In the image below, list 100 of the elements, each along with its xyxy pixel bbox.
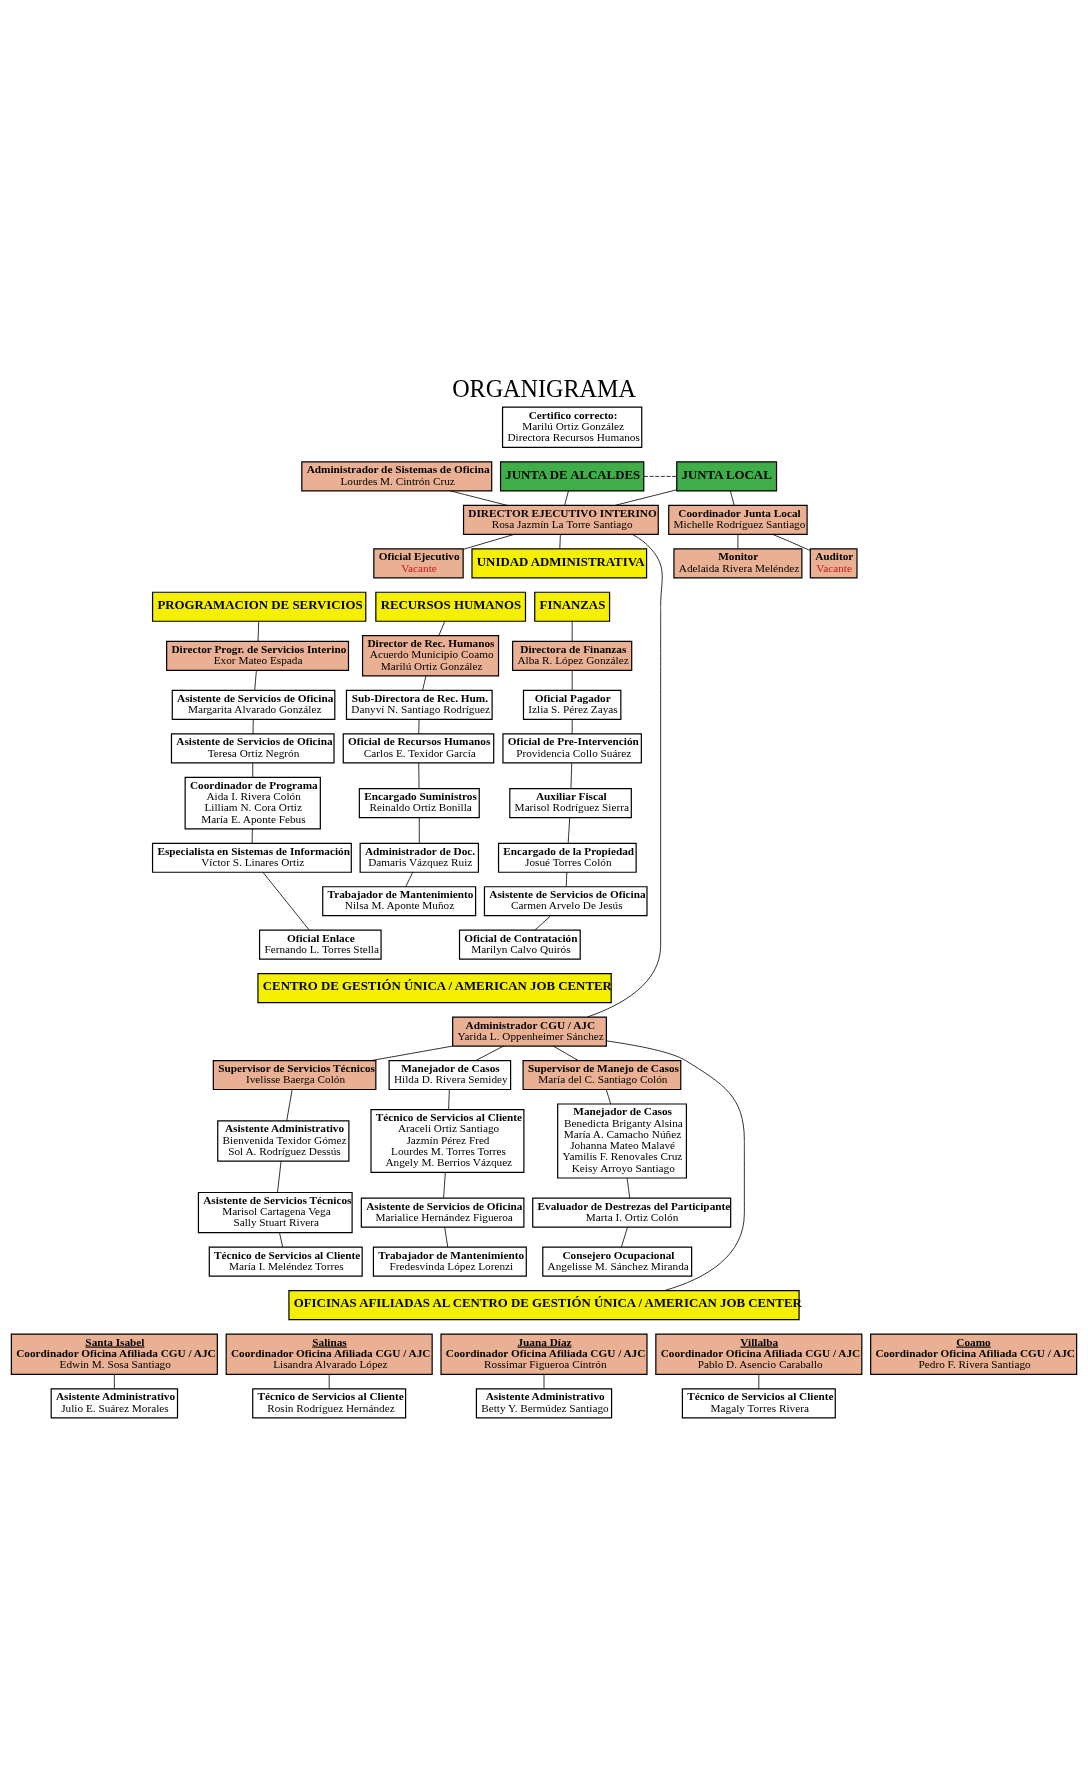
- node-box: Trabajador de Mantenimiento Nilsa M. Aponte Muñoz: [322, 886, 477, 917]
- connector: [587, 533, 663, 1018]
- node-box: Especialista en Sistemas de Información Víctor S. Linares Ortiz: [151, 842, 352, 873]
- connector: [564, 490, 569, 506]
- node-box: Evaluador de Destrezas del Participante Marta I. Ortiz Colón: [532, 1197, 732, 1228]
- node-box: RECURSOS HUMANOS: [375, 591, 527, 622]
- connector: [438, 620, 446, 637]
- connector: [571, 620, 573, 642]
- node-box: Asistente de Servicios de Oficina Teresa Ortiz Negrón: [170, 733, 335, 764]
- node-box: PROGRAMACION DE SERVICIOS: [151, 591, 367, 622]
- node-box: Certifico correcto: Marilú Ortiz González Directora Recursos Humanos: [501, 406, 643, 449]
- node-box: Asistente Administrativo Julio E. Suárez Morales: [50, 1388, 179, 1419]
- connector: [737, 533, 739, 549]
- connector: [643, 476, 677, 477]
- node-box: Asistente de Servicios de Oficina Marialice Hernández Figueroa: [360, 1197, 525, 1228]
- node-box: Administrador de Doc. Damaris Vázquez Ruiz: [359, 842, 480, 873]
- connector: [621, 1226, 628, 1248]
- node-box: Coamo Coordinador Oficina Afiliada CGU / AJC Pedro F. Rivera Santiago: [870, 1333, 1078, 1375]
- connector: [279, 1232, 284, 1248]
- node-box: Consejero Ocupacional Angelisse M. Sánchez Miranda: [542, 1246, 693, 1277]
- connector: [729, 490, 735, 506]
- connector: [405, 871, 414, 887]
- connector: [444, 1226, 449, 1248]
- node-box: Técnico de Servicios al Cliente Magaly Torres Rivera: [681, 1388, 836, 1419]
- connector: [371, 1045, 453, 1061]
- connector: [286, 1089, 293, 1122]
- connector: [570, 762, 573, 789]
- connector: [443, 1172, 446, 1199]
- connector: [462, 533, 515, 550]
- connector: [448, 1089, 450, 1110]
- node-box: Director de Rec. Humanos Acuerdo Municipio Coamo Marilú Ortiz González: [361, 635, 500, 677]
- node-box: Oficial Ejecutivo Vacante: [373, 548, 464, 579]
- node-box: JUNTA LOCAL: [676, 461, 778, 492]
- connector: [626, 1177, 631, 1199]
- connector: [418, 817, 420, 844]
- node-box: Oficial de Contratación Marilyn Calvo Quirós: [458, 929, 581, 960]
- node-box: Sub-Directora de Rec. Hum. Danyví N. Santiago Rodríguez: [345, 689, 493, 720]
- connector: [571, 719, 573, 735]
- node-box: Encargado de la Propiedad Josué Torres Colón: [497, 842, 637, 873]
- connector: [422, 675, 427, 691]
- node-box: Director Progr. de Servicios Interino Exor Mateo Espada: [166, 640, 350, 671]
- node-box: DIRECTOR EJECUTIVO INTERINO Rosa Jazmín La Torre Santiago: [462, 504, 659, 535]
- node-box: Asistente Administrativo Betty Y. Bermúdez Santiago: [475, 1388, 613, 1419]
- node-box: Técnico de Servicios al Cliente Rosin Rodríguez Hernández: [252, 1388, 407, 1419]
- node-box: Monitor Adelaida Rivera Meléndez: [673, 548, 803, 579]
- node-box: Oficial de Recursos Humanos Carlos E. Texidor García: [342, 733, 495, 764]
- connector: [328, 1374, 330, 1389]
- node-box: Manejador de Casos Hilda D. Rivera Semidey: [388, 1059, 512, 1091]
- connector: [559, 533, 561, 549]
- node-box: Asistente Administrativo Bienvenida Texidor Gómez Sol A. Rodríguez Dessús: [217, 1120, 350, 1162]
- node-box: Supervisor de Manejo de Casos María del C. Santiago Colón: [522, 1059, 682, 1091]
- connector: [543, 1374, 545, 1389]
- connector: [277, 1160, 282, 1193]
- node-box: Coordinador Junta Local Michelle Rodríguez Santiago: [668, 504, 808, 535]
- node-box: Villalba Coordinador Oficina Afiliada CGU / AJC Pablo D. Asencio Caraballo: [655, 1333, 863, 1375]
- node-box: JUNTA DE ALCALDES: [499, 461, 645, 492]
- node-box: Asistente de Servicios de Oficina Carmen Arvelo De Jesús: [483, 886, 648, 917]
- connector: [252, 719, 254, 735]
- connector: [113, 1374, 115, 1389]
- node-box: Supervisor de Servicios Técnicos Ivelisse Baerga Colón: [212, 1059, 377, 1091]
- connector: [534, 915, 552, 931]
- node-box: Auditor Vacante: [809, 548, 858, 579]
- node-box: Manejador de Casos Benedicta Briganty Alsina María A. Camacho Núñez Johanna Mateo Malavé Yamilis F. Renovales Cruz Keisy Arroyo Santiago: [557, 1103, 687, 1179]
- connector: [475, 1045, 504, 1061]
- connector: [615, 489, 678, 506]
- connector: [758, 1374, 760, 1389]
- node-box: Asistente de Servicios de Oficina Margarita Alvarado González: [171, 689, 336, 720]
- node-box: Juana Díaz Coordinador Oficina Afiliada CGU / AJC Rossimar Figueroa Cintrón: [440, 1333, 648, 1375]
- node-box: Oficial Enlace Fernando L. Torres Stella: [258, 929, 382, 960]
- connector: [567, 817, 571, 844]
- connector: [252, 762, 254, 778]
- node-box: UNIDAD ADMINISTRATIVA: [471, 548, 648, 579]
- connector: [552, 1045, 579, 1061]
- node-box: Asistente de Servicios Técnicos Marisol Cartagena Vega Sally Stuart Rivera: [197, 1191, 353, 1234]
- node-box: Santa Isabel Coordinador Oficina Afiliada CGU / AJC Edwin M. Sosa Santiago: [10, 1333, 218, 1375]
- connector: [565, 871, 568, 887]
- node-box: Técnico de Servicios al Cliente María I. Meléndez Torres: [208, 1246, 363, 1277]
- connector: [772, 533, 811, 551]
- connector: [418, 719, 420, 735]
- node-box: Directora de Finanzas Alba R. López González: [512, 640, 633, 671]
- node-box: Salinas Coordinador Oficina Afiliada CGU / AJC Lisandra Alvarado López: [225, 1333, 433, 1375]
- connector: [251, 828, 253, 844]
- connector: [257, 620, 260, 642]
- node-box: Oficial de Pre-Intervención Providencia Collo Suárez: [502, 733, 642, 764]
- node-box: FINANZAS: [534, 591, 611, 622]
- node-box: Trabajador de Mantenimiento Fredesvinda López Lorenzi: [372, 1246, 527, 1277]
- connector: [262, 871, 310, 931]
- node-box: Administrador de Sistemas de Oficina Lourdes M. Cintrón Cruz: [301, 461, 493, 492]
- node-box: Oficial Pagador Izlia S. Pérez Zayas: [522, 689, 622, 720]
- connector: [450, 490, 508, 506]
- node-box: Administrador CGU / AJC Yarida L. Oppenheimer Sánchez: [452, 1016, 607, 1047]
- diagram-title: ORGANIGRAMA: [452, 374, 636, 402]
- node-box: Encargado Suministros Reinaldo Ortiz Bonilla: [358, 788, 480, 819]
- connector: [418, 762, 420, 789]
- node-box: Técnico de Servicios al Cliente Araceli Ortiz Santiago Jazmín Pérez Fred Lourdes M. Torres Torres Angely M. Berrios Vázquez: [370, 1109, 525, 1173]
- connector: [571, 669, 573, 691]
- connector: [254, 669, 257, 691]
- node-box: Auxiliar Fiscal Marisol Rodríguez Sierra: [509, 788, 632, 819]
- connector: [605, 1089, 612, 1105]
- node-box: Coordinador de Programa Aida I. Rivera Colón Lilliam N. Cora Ortiz María E. Aponte Febus: [184, 776, 321, 830]
